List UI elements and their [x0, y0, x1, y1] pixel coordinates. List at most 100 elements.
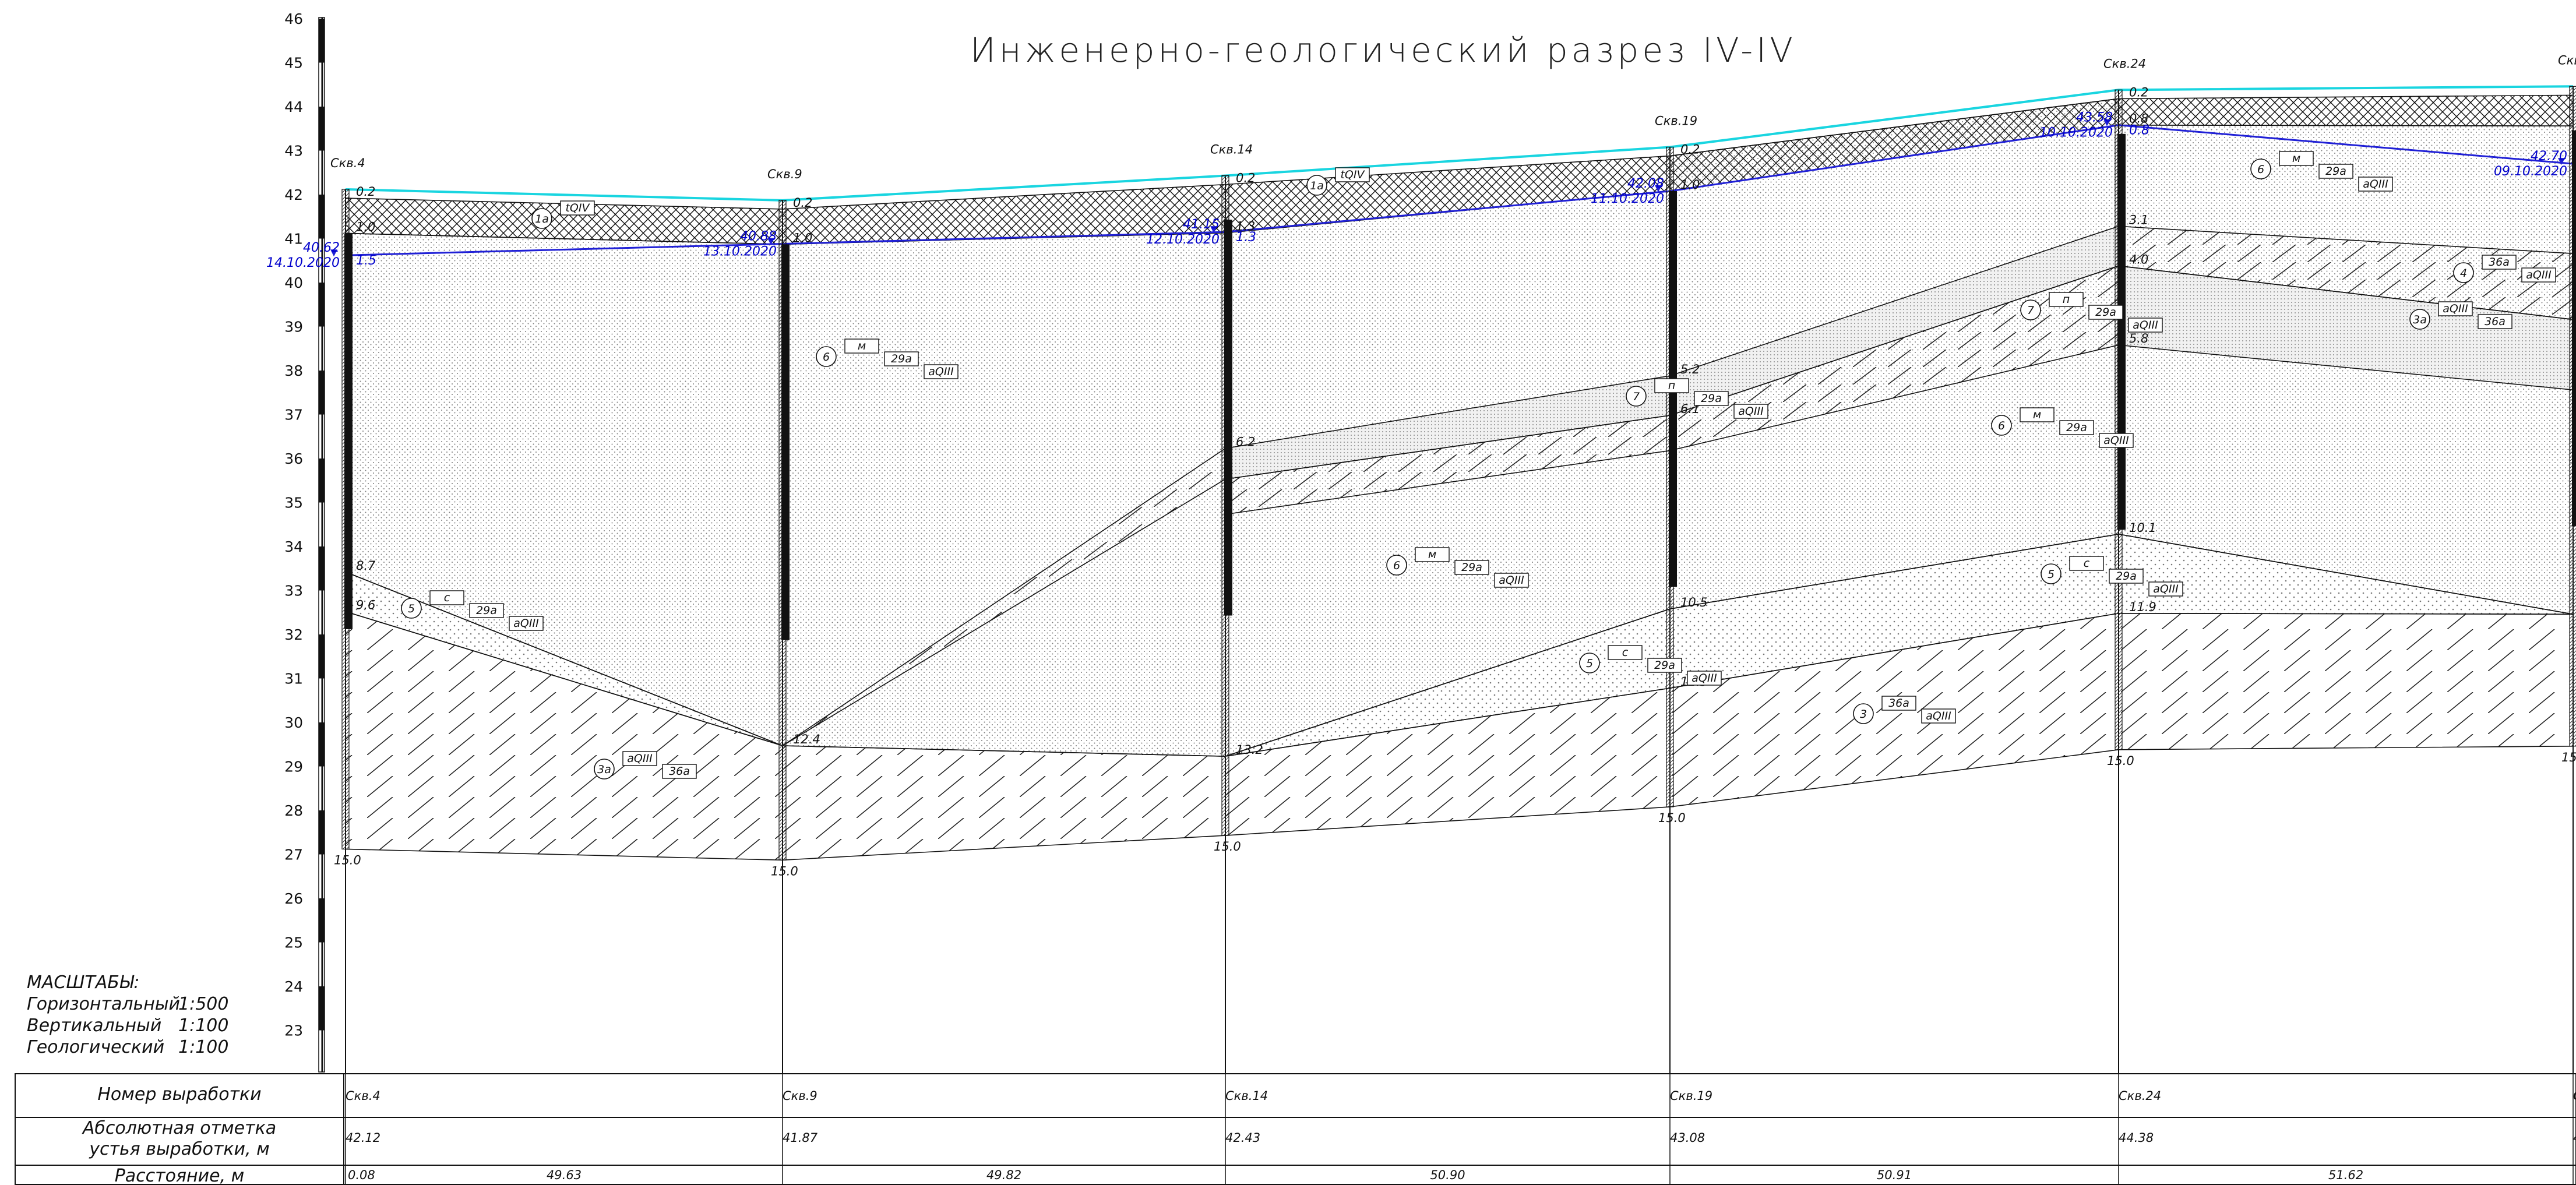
layer-number: 5 [408, 602, 415, 615]
groundwater-level: 43.58 [2076, 111, 2113, 125]
layer-tag: м [2292, 152, 2300, 165]
section-title: Инженерно-геологический разрез IV-IV [970, 30, 1796, 70]
borehole-depth-label: 15.0 [771, 864, 798, 878]
layer-depth-label: 1.3 [1236, 220, 1255, 234]
axis-tick-label: 29 [284, 759, 303, 775]
layer-number: 7 [1633, 390, 1640, 403]
table-borehole-name: Скв.24 [2119, 1089, 2161, 1103]
layer-tag-box [2049, 292, 2084, 307]
layer-tag-box [2318, 164, 2353, 179]
layer-number: 1а [1310, 179, 1324, 192]
scales-heading: МАСШТАБЫ: [27, 972, 140, 993]
borehole-depth-label: 15.0 [1214, 840, 1241, 854]
table-borehole-name: Скв.4 [346, 1089, 380, 1103]
layer-tag-box [1335, 167, 1370, 182]
scale-label-vertical: Вертикальный [27, 1015, 161, 1036]
groundwater-date: 12.10.2020 [1146, 232, 1220, 247]
axis-tick-label: 44 [284, 98, 303, 115]
layer-tag-box [2059, 420, 2094, 435]
ground-surface-line [345, 85, 2574, 202]
layer-tag-box [2279, 151, 2314, 166]
layer-depth-label: 10.1 [2129, 521, 2156, 535]
layer-tag-box [2109, 569, 2144, 584]
layer-tag: 36а [1888, 697, 1909, 710]
axis-tick-label: 46 [284, 10, 303, 27]
axis-tick-label: 30 [284, 714, 303, 731]
layer-tag-box [924, 364, 958, 379]
groundwater-level: 41.15 [1183, 217, 1220, 232]
table-borehole-elev: 41.87 [783, 1131, 818, 1145]
layer-tag: aQIII [2103, 434, 2129, 447]
layer-tag-box [2438, 301, 2473, 316]
layer-number-circle [1306, 175, 1327, 196]
layer-tag: п [2063, 293, 2070, 306]
layer-tag: 29а [1654, 659, 1675, 672]
axis-segment [319, 283, 325, 327]
layer-depth-label: 10.5 [1680, 595, 1708, 609]
groundwater-date: 13.10.2020 [703, 245, 777, 259]
layer-tag-box [2069, 556, 2104, 571]
borehole-depth-label: 15 [2561, 750, 2576, 764]
layer-depth-label: 0.2 [356, 185, 375, 199]
layer-tag: aQIII [627, 752, 653, 765]
axis-tick-label: 35 [284, 495, 303, 512]
layer-depth-label: 6.2 [1236, 435, 1255, 449]
layer-tag-box [1454, 560, 1489, 575]
groundwater-depth: 1.5 [356, 253, 376, 268]
groundwater-marker [767, 238, 774, 245]
layer-tag-box [2088, 305, 2123, 320]
axis-segment [319, 986, 325, 1031]
table-borehole-name: Скв.19 [1670, 1089, 1712, 1103]
axis-segment [319, 546, 325, 591]
axis-tick-label: 39 [284, 319, 303, 336]
borehole-depth-label: 15.0 [1658, 811, 1686, 825]
layer-tag-box [1881, 696, 1916, 711]
axis-tick-label: 23 [284, 1022, 303, 1039]
table-distance: 50.91 [1877, 1168, 1912, 1182]
layer-number: 5 [2048, 568, 2055, 581]
table-borehole-elev: 44.38 [2119, 1131, 2154, 1145]
table-distance: 50.90 [1430, 1168, 1465, 1182]
layer-tag: aQIII [2526, 269, 2552, 281]
row-label-distance: Расстояние, м [115, 1166, 245, 1185]
axis-tick-label: 43 [284, 143, 303, 160]
layer-tag: aQIII [1499, 574, 1524, 587]
layer-tag: 29а [1701, 392, 1722, 405]
table-distance: 0.08 [348, 1168, 375, 1182]
layer-depth-label: 0.8 [2129, 112, 2148, 126]
axis-segment [319, 107, 325, 151]
axis-segment [319, 19, 325, 63]
borehole-water-column [2117, 133, 2126, 530]
layer-tag: 36а [669, 765, 690, 778]
layer-labels: 1аtQIV1аtQIV6м29аaQIII6м29аaQIII6м29аaQI… [401, 151, 2556, 780]
layer-tag-box [1654, 378, 1689, 393]
layer-number: 6 [1393, 559, 1400, 572]
layer-tag: м [858, 340, 866, 352]
table-borehole-elev: 42.43 [1225, 1131, 1260, 1145]
layer-tag-box [2358, 177, 2393, 192]
layer-depth-label: 13.2 [1236, 743, 1263, 757]
axis-tick-label: 24 [284, 978, 303, 995]
axis-tick-label: 26 [284, 890, 303, 907]
table-frame [15, 1073, 2576, 1185]
groundwater-level: 40.88 [740, 230, 777, 244]
borehole-name: Скв.9 [767, 167, 802, 181]
layer-tag-box [560, 200, 595, 216]
layer-number-circle [1386, 555, 1407, 576]
layer-depth-label: 1.0 [793, 231, 812, 245]
layer-tag: tQIV [565, 202, 590, 214]
axis-tick-label: 32 [284, 626, 303, 643]
layer-tag: aQIII [2153, 583, 2179, 595]
layer-depth-label: 0.2 [1236, 171, 1255, 185]
axis-tick-label: 45 [284, 55, 303, 72]
groundwater-date: 14.10.2020 [266, 256, 340, 270]
layer-number: 7 [2027, 304, 2034, 317]
groundwater-marker [1210, 226, 1217, 234]
layer-tag-box [469, 603, 504, 618]
layer-tag: tQIV [1340, 168, 1365, 181]
layer-depth-label: 5.2 [1680, 362, 1700, 376]
row-label-number: Номер выработки [97, 1084, 261, 1105]
scale-value-horizontal: 1:500 [178, 994, 228, 1014]
layer-tag-box [509, 616, 544, 631]
